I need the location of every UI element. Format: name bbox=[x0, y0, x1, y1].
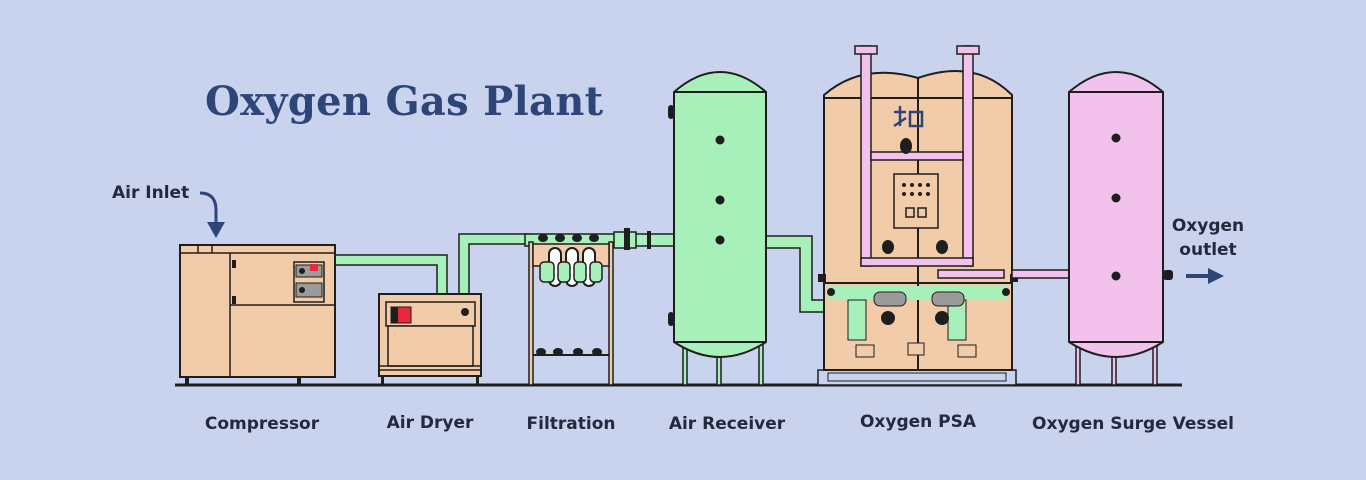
air-receiver-tank bbox=[668, 71, 767, 386]
filtration-label: Filtration bbox=[526, 414, 616, 434]
oxygen-outlet-label-line2: outlet bbox=[1179, 240, 1237, 260]
pipe-receiver-psa bbox=[765, 235, 827, 313]
psa-brand-logo bbox=[893, 106, 924, 128]
diagram-title: Oxygen Gas Plant bbox=[205, 78, 604, 125]
air-dryer-label: Air Dryer bbox=[386, 413, 474, 433]
pipe-compressor-dryer bbox=[333, 254, 448, 297]
air-inlet-arrow bbox=[199, 191, 218, 228]
compressor-unit bbox=[179, 244, 336, 385]
oxygen-outlet-label: Oxygen outlet bbox=[1172, 214, 1244, 262]
oxygen-outlet-label-line1: Oxygen bbox=[1171, 216, 1245, 236]
air-receiver-label: Air Receiver bbox=[668, 414, 786, 434]
air-inlet-label: Air Inlet bbox=[112, 183, 190, 203]
surge-vessel-body bbox=[1068, 71, 1164, 358]
compressor-label: Compressor bbox=[204, 414, 320, 434]
receiver-body bbox=[673, 71, 767, 358]
filtration-unit bbox=[528, 228, 651, 386]
compressor-indicator bbox=[310, 264, 318, 271]
oxygen-surge-vessel-label: Oxygen Surge Vessel bbox=[1032, 414, 1234, 434]
oxygen-psa-label: Oxygen PSA bbox=[859, 412, 977, 432]
oxygen-outlet-arrowhead bbox=[1208, 268, 1224, 284]
oxygen-psa-unit bbox=[817, 45, 1018, 386]
air-inlet-arrowhead bbox=[207, 222, 225, 238]
oxygen-surge-vessel bbox=[1068, 71, 1173, 386]
psa-control-panel bbox=[893, 173, 939, 229]
pipe-dryer-filtration bbox=[458, 233, 531, 297]
pipe-psa-surge bbox=[1011, 269, 1071, 279]
air-dryer-unit bbox=[378, 293, 482, 385]
